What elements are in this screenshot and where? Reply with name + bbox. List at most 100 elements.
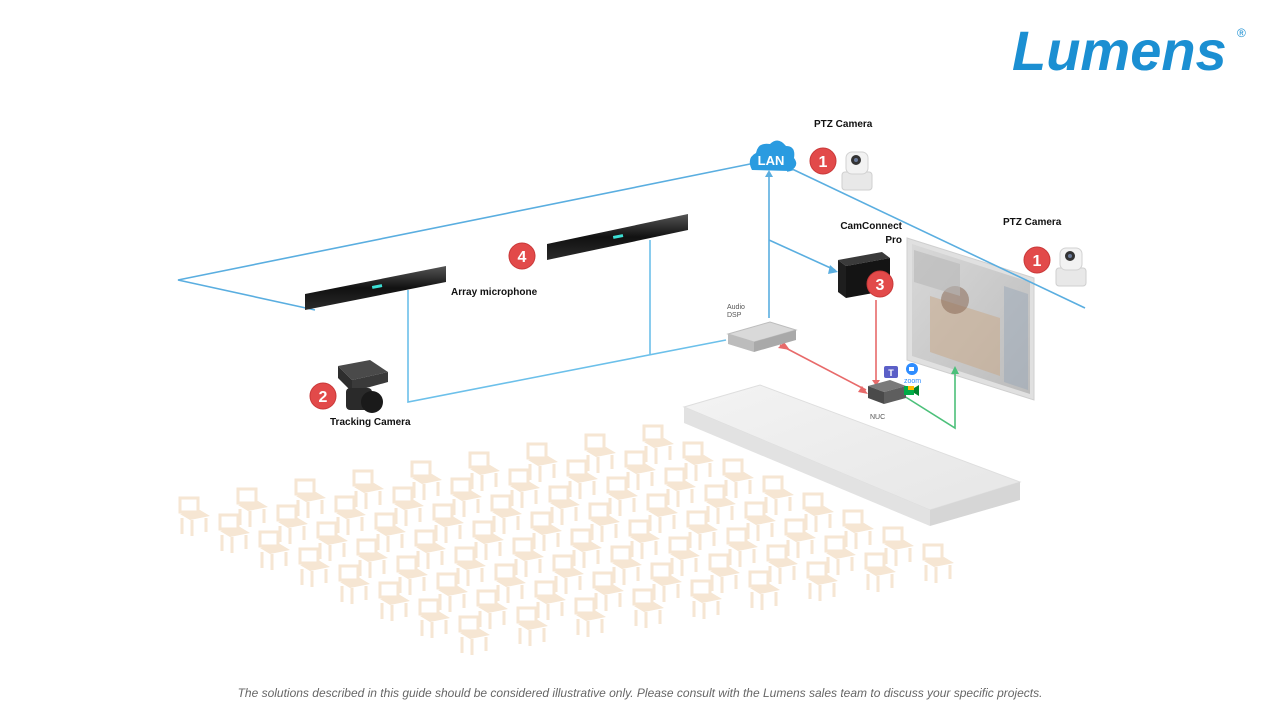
chair [526,442,558,482]
lan-label: LAN [758,153,785,168]
array-microphone-1 [305,266,446,310]
cat-cable-lan-to-ptz [789,167,1086,309]
chair [922,543,954,583]
hdmi-arrow [951,366,959,374]
ptz-camera-2-label: PTZ Camera [1003,217,1062,228]
disclaimer-text: The solutions described in this guide sh… [237,686,1043,700]
chair [414,529,446,569]
nuc-device [868,380,906,404]
chair [646,493,678,533]
usb-cable-dsp-to-nuc [779,344,867,391]
chair [686,510,718,550]
cat-cable-lan-to-camconnect [768,239,836,271]
chair [566,459,598,499]
svg-text:T: T [888,368,894,378]
array-microphone-label: Array microphone [451,287,538,298]
lumens-logo: Lumens [1012,19,1227,82]
chair [624,450,656,490]
chair [642,424,674,464]
chair [704,484,736,524]
chair [294,478,326,518]
chair [664,467,696,507]
teams-icon: T [884,366,898,378]
chair [516,606,548,646]
chair [748,570,780,610]
lan-cloud-icon: LAN [749,140,797,171]
usb-arrows [778,342,880,394]
chair [298,547,330,587]
chair [864,552,896,592]
ptz-camera-1-label: PTZ Camera [814,119,873,130]
chair [690,579,722,619]
chair [574,597,606,637]
chair [334,495,366,535]
chair [392,486,424,526]
chair [726,527,758,567]
chair [418,598,450,638]
chair [650,562,682,602]
badge-1b-icon: 1 [1023,246,1051,274]
chair [396,555,428,595]
cat-cable-mics-to-dsp [407,290,727,403]
chair [178,496,210,536]
hdmi-cable-nuc-to-screen [903,372,956,430]
array-microphone-2 [547,214,688,260]
chair [592,571,624,611]
chair [476,589,508,629]
chair [588,502,620,542]
chair [806,561,838,601]
chair [490,494,522,534]
chair [356,538,388,578]
chair [436,572,468,612]
chair [584,433,616,473]
audio-dsp-label-line1: Audio [727,304,745,311]
audio-dsp-label-line2: DSP [727,312,742,319]
chair [628,519,660,559]
badge-3-icon: 3 [866,270,894,298]
chair [610,545,642,585]
chair [316,521,348,561]
badge-4-icon: 4 [508,242,536,270]
chair [632,588,664,628]
badge-3-number: 3 [876,277,885,294]
chair [682,441,714,481]
chair [410,460,442,500]
chair [472,520,504,560]
badge-1-icon: 1 [809,147,837,175]
chair [432,503,464,543]
chair [454,546,486,586]
chair [784,518,816,558]
chair [548,485,580,525]
tracking-camera-device [338,360,388,413]
chair [668,536,700,576]
camconnect-label-line1: CamConnect [840,221,902,232]
chair [468,451,500,491]
badge-4-number: 4 [518,249,527,266]
badge-2-icon: 2 [309,382,337,410]
audio-dsp-device [726,321,798,352]
ptz-camera-1-device [841,151,873,191]
chair [218,513,250,553]
badge-2-number: 2 [319,389,328,406]
chair [276,504,308,544]
svg-text:zoom: zoom [904,378,921,385]
chair [842,509,874,549]
network-cabling [177,162,1086,430]
chair [458,615,490,655]
chair [352,469,384,509]
chair [374,512,406,552]
chair [512,537,544,577]
chair [236,487,268,527]
display-screen [906,237,1035,401]
zoom-icon: zoom [904,363,921,385]
chair [494,563,526,603]
chair [882,526,914,566]
registered-mark: ® [1237,26,1246,40]
chair [722,458,754,498]
audience-seating [178,424,954,655]
google-meet-icon [904,385,919,396]
cat-cable-lan-to-tracking [177,162,756,311]
badge-1-number: 1 [819,154,828,171]
